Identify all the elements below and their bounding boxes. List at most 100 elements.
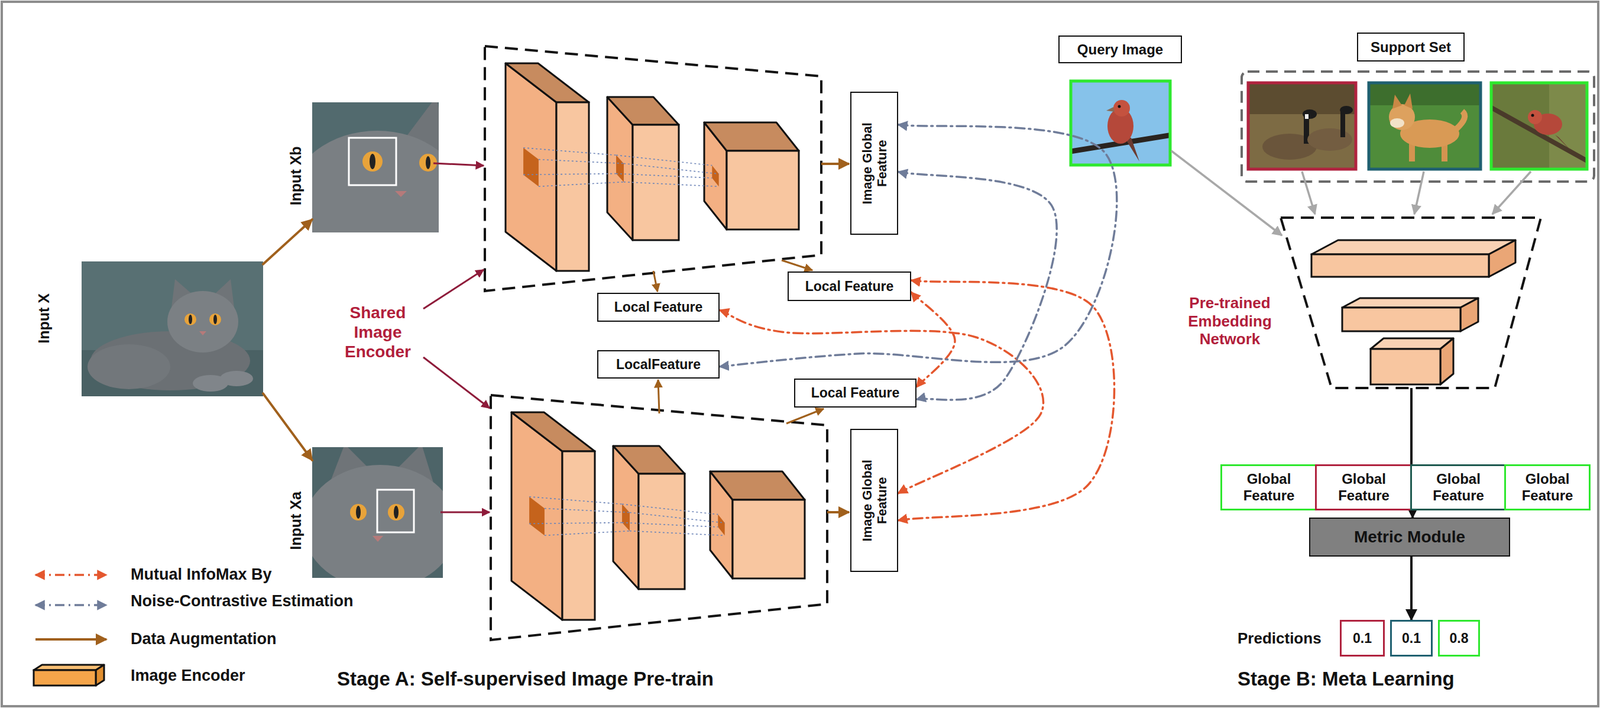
- bird-photo: [1066, 79, 1177, 167]
- dog-photo: [1390, 118, 1405, 128]
- receptive-line: [544, 530, 630, 536]
- node-text: Metric Module: [1354, 527, 1466, 547]
- node-text: Global Feature: [1225, 470, 1313, 504]
- cat-crop: [355, 505, 361, 519]
- feature-box: LocalFeature: [597, 350, 720, 379]
- connector: [1411, 510, 1414, 518]
- receptive-line: [622, 503, 718, 514]
- legend-sample: [35, 637, 107, 641]
- encoder-layer: [613, 445, 685, 474]
- network-layer: [1311, 254, 1489, 277]
- legend-text: Noise-Contrastive Estimation: [130, 591, 354, 611]
- bird-photo: [1490, 81, 1589, 171]
- annotation-label: Shared Image Encoder: [336, 302, 420, 362]
- receptive-field: [711, 165, 719, 187]
- receptive-line: [523, 147, 617, 156]
- input-image: Input Xb: [312, 102, 439, 233]
- connector: [263, 219, 313, 265]
- cat-photo: [213, 314, 217, 325]
- cat-crop: [377, 489, 414, 533]
- cat-crop: [387, 503, 405, 521]
- goose-photo: [1339, 105, 1353, 115]
- dog-photo: [1392, 94, 1402, 109]
- cat-crop: [312, 447, 443, 578]
- flow-arrow: [433, 163, 484, 166]
- network-layer: [1311, 240, 1516, 255]
- legend-sample: [33, 664, 105, 686]
- bird-photo: [1070, 81, 1171, 165]
- image-heading: Input X: [34, 293, 53, 344]
- row-label: Predictions: [1237, 629, 1322, 648]
- network-layer: [1488, 240, 1516, 277]
- support-outline: [1241, 71, 1595, 182]
- goose-photo: [1247, 81, 1357, 115]
- node-text: Image Global Feature: [859, 441, 890, 560]
- network-layer: [33, 669, 96, 686]
- flow-arrow: [423, 269, 484, 309]
- cat-photo: [167, 290, 239, 353]
- receptive-field: [616, 154, 624, 182]
- receptive-field: [717, 514, 725, 536]
- receptive-line: [629, 530, 725, 536]
- legend-sample: [35, 574, 107, 640]
- stage-title: Stage A: Self-supervised Image Pre-train: [337, 667, 714, 691]
- network-layer: [1370, 348, 1441, 385]
- legend-text: Mutual InfoMax By: [130, 565, 272, 585]
- goose-photo: [1304, 114, 1309, 119]
- dog-photo: [1404, 93, 1413, 109]
- cat-photo: [219, 370, 254, 387]
- bird-photo: [1490, 105, 1589, 165]
- feature-box: Global Feature: [1410, 464, 1507, 511]
- flow-arrow: [1492, 171, 1531, 215]
- cat-crop: [362, 151, 383, 172]
- goose-photo: [1340, 109, 1346, 138]
- flow-arrow: [1301, 171, 1316, 215]
- encoder-layer: [638, 473, 685, 589]
- bird-photo: [1069, 79, 1172, 167]
- bird-photo: [1531, 114, 1535, 118]
- dog-photo: [1367, 81, 1482, 171]
- cat-crop: [372, 535, 384, 542]
- feature-box: Local Feature: [794, 378, 917, 408]
- cat-crop: [312, 464, 443, 578]
- dog-photo: [1367, 81, 1482, 171]
- flow-arrow: [658, 379, 660, 414]
- flow-arrow: [781, 260, 813, 271]
- probability-box: 0.1: [1390, 619, 1433, 657]
- node-text: 0.8: [1449, 630, 1469, 646]
- receptive-line: [529, 496, 623, 505]
- network-block: [1311, 240, 1516, 385]
- bird-photo: [1069, 79, 1172, 167]
- feature-box: Global Feature: [1220, 464, 1318, 511]
- encoder-layer: [511, 412, 595, 452]
- cat-crop: [312, 102, 439, 233]
- bird-photo: [1113, 99, 1130, 117]
- cat-crop: [394, 190, 407, 197]
- encoder-layer: [726, 150, 799, 230]
- goose-photo: [1247, 81, 1357, 171]
- node-text: Support Set: [1370, 39, 1451, 56]
- cat-photo: [188, 314, 193, 325]
- node-text: Image Global Feature: [859, 104, 890, 223]
- encoder-layer: [607, 96, 679, 125]
- connector: [263, 393, 313, 461]
- stage-title: Stage B: Meta Learning: [1237, 667, 1455, 691]
- receptive-line: [529, 522, 623, 524]
- connector: [911, 292, 955, 388]
- feature-box: Local Feature: [787, 271, 912, 301]
- legend-text: Image Encoder: [130, 666, 246, 686]
- goose-photo: [1248, 82, 1356, 170]
- dog-photo: [1456, 111, 1465, 129]
- encoder-layer: [556, 102, 589, 271]
- network-layer: [1342, 307, 1461, 332]
- flow-arrow: [1171, 150, 1531, 236]
- encoder-layer: [732, 499, 805, 579]
- flow-arrow: [1414, 171, 1424, 215]
- node-text: Local Feature: [811, 384, 900, 401]
- cat-crop: [312, 130, 439, 233]
- probability-box: 0.1: [1339, 619, 1385, 657]
- cat-photo: [199, 331, 207, 336]
- cat-crop: [350, 503, 367, 521]
- flow-line: [1410, 387, 1413, 465]
